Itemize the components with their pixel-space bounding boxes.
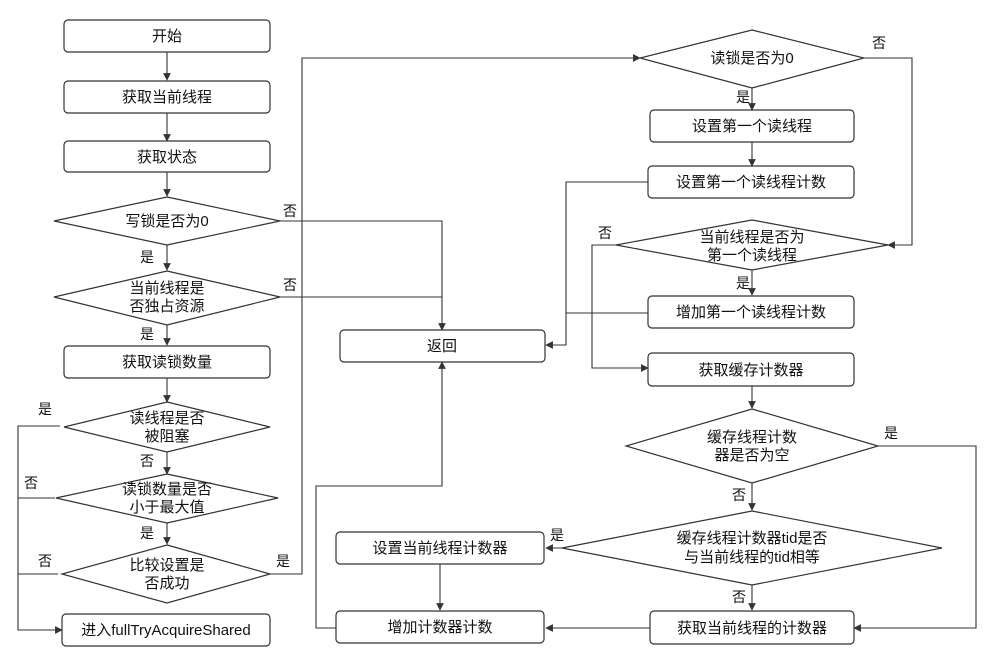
node-set-current-counter: 设置当前线程计数器 [335,531,545,565]
label-yes: 是 [736,89,750,105]
node-full-try-acquire-label: 进入fullTryAcquireShared [81,622,251,639]
node-full-try-acquire: 进入fullTryAcquireShared [61,613,271,647]
edge-null-yes-getcurrent [853,445,977,632]
label-no: 否 [872,35,886,51]
decision-reader-blocked-line1: 读线程是否 [129,410,204,427]
edge-setcount-return [545,181,648,349]
edge-isfirst-no-cached [591,244,649,372]
node-inc-counter: 增加计数器计数 [335,610,545,644]
decision-read-lock-zero-label: 读锁是否为0 [710,50,793,67]
label-no: 否 [732,487,746,503]
label-no: 否 [38,553,52,569]
label-no: 否 [24,475,38,491]
decision-thread-exclusive-line2: 否独占资源 [129,298,204,315]
decision-thread-exclusive-line1: 当前线程是 [129,280,204,297]
edge-inc-return [315,361,446,629]
node-start: 开始 [63,19,271,53]
decision-cached-tid-equal-line1: 缓存线程计数器tid是否 [677,530,828,547]
node-set-first-reader-count-label: 设置第一个读线程计数 [676,173,826,191]
decision-is-first-reader: 当前线程是否为 第一个读线程 [615,219,889,271]
decision-cached-null-line2: 器是否为空 [714,447,789,464]
label-no: 否 [283,277,297,293]
edge-blocked-yes-full [17,425,63,634]
decision-cached-tid-equal: 缓存线程计数器tid是否 与当前线程的tid相等 [561,510,943,586]
edge-readlock-no-isfirst [864,57,913,249]
edges [17,52,977,634]
label-no: 否 [598,225,612,241]
decision-write-lock-zero-label: 写锁是否为0 [125,213,208,230]
decision-is-first-reader-line1: 当前线程是否为 [699,229,804,246]
label-yes: 是 [736,275,750,291]
node-get-read-count-label: 获取读锁数量 [122,354,212,371]
label-yes: 是 [550,527,564,543]
decision-read-count-less-max-line1: 读锁数量是否 [122,481,212,498]
edge-cas-yes-readlock [270,54,641,575]
label-yes: 是 [140,249,154,265]
node-return: 返回 [339,329,546,363]
node-set-current-counter-label: 设置当前线程计数器 [372,540,507,557]
label-yes: 是 [884,425,898,441]
decision-write-lock-zero: 写锁是否为0 [53,196,281,246]
decision-read-count-less-max-line2: 小于最大值 [129,499,204,516]
node-set-first-reader-label: 设置第一个读线程 [692,117,812,135]
node-inc-first-reader-count-label: 增加第一个读线程计数 [676,303,826,321]
edge-labels: 是 否 否 是 是 否 否 是 否 是 否 是 否 是 是 否 是 否 [24,35,898,605]
node-start-label: 开始 [152,28,182,45]
decision-cas-success: 比较设置是 否成功 [59,544,273,604]
label-yes: 是 [140,525,154,541]
label-yes: 是 [140,326,154,342]
node-set-first-reader: 设置第一个读线程 [649,109,855,143]
node-get-state: 获取状态 [63,140,271,173]
label-no: 否 [732,589,746,605]
node-get-thread: 获取当前线程 [63,80,271,114]
decision-cached-null: 缓存线程计数 器是否为空 [623,408,881,484]
decision-cached-tid-equal-line2: 与当前线程的tid相等 [684,548,820,566]
node-get-read-count: 获取读锁数量 [63,345,271,379]
node-set-first-reader-count: 设置第一个读线程计数 [647,165,855,199]
decision-thread-exclusive: 当前线程是 否独占资源 [53,270,281,326]
decision-cas-success-line1: 比较设置是 [129,556,204,574]
node-get-state-label: 获取状态 [137,149,197,166]
node-get-current-counter: 获取当前线程的计数器 [649,610,855,645]
label-no: 否 [140,453,154,469]
decision-is-first-reader-line2: 第一个读线程 [707,246,797,264]
node-get-current-counter-label: 获取当前线程的计数器 [677,620,827,637]
node-get-cached-counter-label: 获取缓存计数器 [698,362,803,379]
label-yes: 是 [38,401,52,417]
node-get-cached-counter: 获取缓存计数器 [647,352,855,387]
decision-reader-blocked: 读线程是否 被阻塞 [63,401,271,453]
decision-cached-null-line1: 缓存线程计数 [707,429,797,446]
node-inc-first-reader-count: 增加第一个读线程计数 [647,295,855,329]
decision-read-count-less-max: 读锁数量是否 小于最大值 [55,473,279,524]
edge-writelock-no-return [280,220,446,331]
decision-reader-blocked-line2: 被阻塞 [144,427,189,445]
decision-cas-success-line2: 否成功 [144,575,189,592]
node-get-thread-label: 获取当前线程 [122,89,212,106]
node-return-label: 返回 [427,338,457,355]
label-no: 否 [283,203,297,219]
label-yes: 是 [276,553,290,569]
decision-read-lock-zero: 读锁是否为0 [637,29,867,89]
node-inc-counter-label: 增加计数器计数 [387,619,492,636]
